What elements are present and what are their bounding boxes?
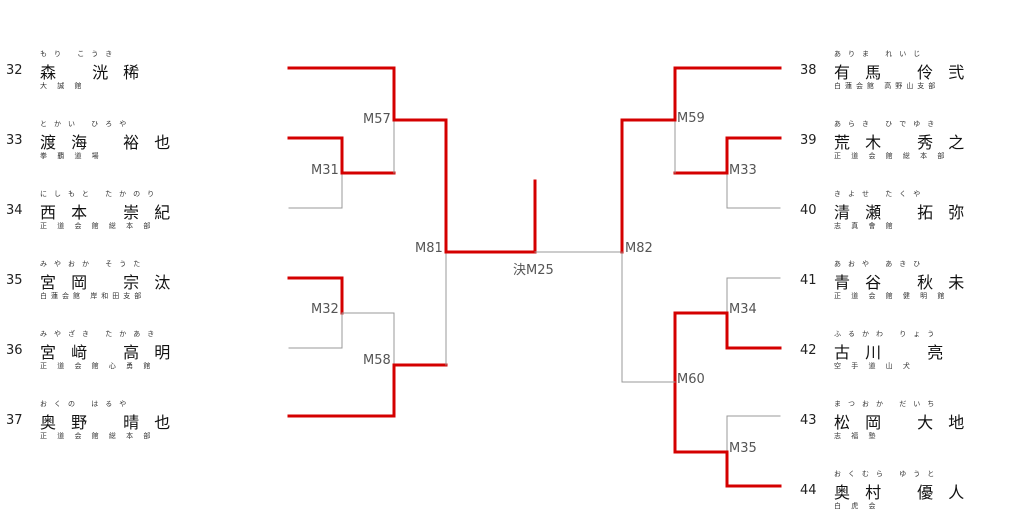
dojo-name: 正 道 会 館 総 本 部: [834, 152, 949, 160]
seed-number: 37: [6, 413, 23, 428]
name-reading: とかい ひろや: [40, 120, 134, 128]
seed-number: 40: [800, 203, 817, 218]
match-label-m60: M60: [677, 372, 705, 387]
dojo-name: 大 誠 館: [40, 82, 86, 90]
name-reading: あらき ひでゆき: [834, 120, 942, 128]
dojo-name: 志 福 塾: [834, 432, 880, 440]
bracket-lines: [287, 66, 782, 488]
dojo-name: 白蓮会館 高野山支部: [834, 82, 940, 90]
competitor-name: 清 瀬 拓 弥: [834, 203, 970, 222]
name-reading: もり こうき: [40, 50, 120, 58]
competitor-name: 有 馬 伶 弐: [834, 63, 970, 82]
entry-34: 34 にしもと たかのり 西 本 崇 紀 正 道 会 館 総 本 部: [0, 187, 200, 237]
competitor-name: 奥 村 優 人: [834, 483, 970, 502]
dojo-name: 正 道 会 館 心 勇 館: [40, 362, 155, 370]
seed-number: 32: [6, 63, 23, 78]
entry-38: 38 ありま れいじ 有 馬 伶 弐 白蓮会館 高野山支部: [800, 47, 1000, 97]
seed-number: 33: [6, 133, 23, 148]
dojo-name: 志 真 會 館: [834, 222, 897, 230]
name-reading: みやおか そうた: [40, 260, 148, 268]
dojo-name: 正 道 会 館 健 明 館: [834, 292, 949, 300]
match-label-m35: M35: [729, 441, 757, 456]
seed-number: 39: [800, 133, 817, 148]
seed-number: 36: [6, 343, 23, 358]
match-label-m59: M59: [677, 111, 705, 126]
dojo-name: 空 手 道 山 犬: [834, 362, 914, 370]
match-label-m31: M31: [311, 163, 339, 178]
dojo-name: 白 虎 会: [834, 502, 880, 510]
name-reading: おくむら ゆうと: [834, 470, 942, 478]
competitor-name: 西 本 崇 紀: [40, 203, 176, 222]
name-reading: あおや あきひ: [834, 260, 928, 268]
match-label-m32: M32: [311, 302, 339, 317]
name-reading: ありま れいじ: [834, 50, 928, 58]
name-reading: きよせ たくや: [834, 190, 928, 198]
match-label-m82: M82: [625, 241, 653, 256]
match-label-final: 決M25: [513, 263, 554, 278]
seed-number: 34: [6, 203, 23, 218]
entry-33: 33 とかい ひろや 渡 海 裕 也 拳 覇 道 場: [0, 117, 200, 167]
competitor-name: 青 谷 秋 未: [834, 273, 970, 292]
match-label-m81: M81: [415, 241, 443, 256]
name-reading: にしもと たかのり: [40, 190, 162, 198]
match-labels: M57 M31 M32 M58 M81 決M25 M82 M59 M33 M60…: [311, 111, 757, 456]
dojo-name: 拳 覇 道 場: [40, 152, 103, 160]
seed-number: 41: [800, 273, 817, 288]
entry-40: 40 きよせ たくや 清 瀬 拓 弥 志 真 會 館: [800, 187, 1000, 237]
name-reading: みやざき たかあき: [40, 330, 162, 338]
entry-32: 32 もり こうき 森 洸 稀 大 誠 館: [0, 47, 200, 97]
entry-36: 36 みやざき たかあき 宮 﨑 高 明 正 道 会 館 心 勇 館: [0, 327, 200, 377]
dojo-name: 正 道 会 館 総 本 部: [40, 222, 155, 230]
entry-41: 41 あおや あきひ 青 谷 秋 未 正 道 会 館 健 明 館: [800, 257, 1000, 307]
competitor-name: 松 岡 大 地: [834, 413, 970, 432]
dojo-name: 白蓮会館 岸和田支部: [40, 292, 146, 300]
match-label-m34: M34: [729, 302, 757, 317]
seed-number: 35: [6, 273, 23, 288]
competitor-name: 宮 岡 宗 汰: [40, 273, 176, 292]
seed-number: 42: [800, 343, 817, 358]
entry-35: 35 みやおか そうた 宮 岡 宗 汰 白蓮会館 岸和田支部: [0, 257, 200, 307]
seed-number: 44: [800, 483, 817, 498]
match-label-m57: M57: [363, 112, 391, 127]
competitor-name: 宮 﨑 高 明: [40, 343, 176, 362]
entry-44: 44 おくむら ゆうと 奥 村 優 人 白 虎 会: [800, 467, 1000, 517]
competitor-name: 渡 海 裕 也: [40, 133, 176, 152]
name-reading: まつおか だいち: [834, 400, 942, 408]
competitor-name: 荒 木 秀 之: [834, 133, 970, 152]
entry-37: 37 おくの はるや 奥 野 晴 也 正 道 会 館 総 本 部: [0, 397, 200, 447]
competitor-name: 奥 野 晴 也: [40, 413, 176, 432]
seed-number: 43: [800, 413, 817, 428]
name-reading: おくの はるや: [40, 400, 134, 408]
competitor-name: 森 洸 稀: [40, 63, 145, 82]
name-reading: ふるかわ りょう: [834, 330, 942, 338]
entry-42: 42 ふるかわ りょう 古 川 亮 空 手 道 山 犬: [800, 327, 1000, 377]
dojo-name: 正 道 会 館 総 本 部: [40, 432, 155, 440]
entry-43: 43 まつおか だいち 松 岡 大 地 志 福 塾: [800, 397, 1000, 447]
competitor-name: 古 川 亮: [834, 343, 949, 362]
entry-39: 39 あらき ひでゆき 荒 木 秀 之 正 道 会 館 総 本 部: [800, 117, 1000, 167]
match-label-m58: M58: [363, 353, 391, 368]
match-label-m33: M33: [729, 163, 757, 178]
seed-number: 38: [800, 63, 817, 78]
